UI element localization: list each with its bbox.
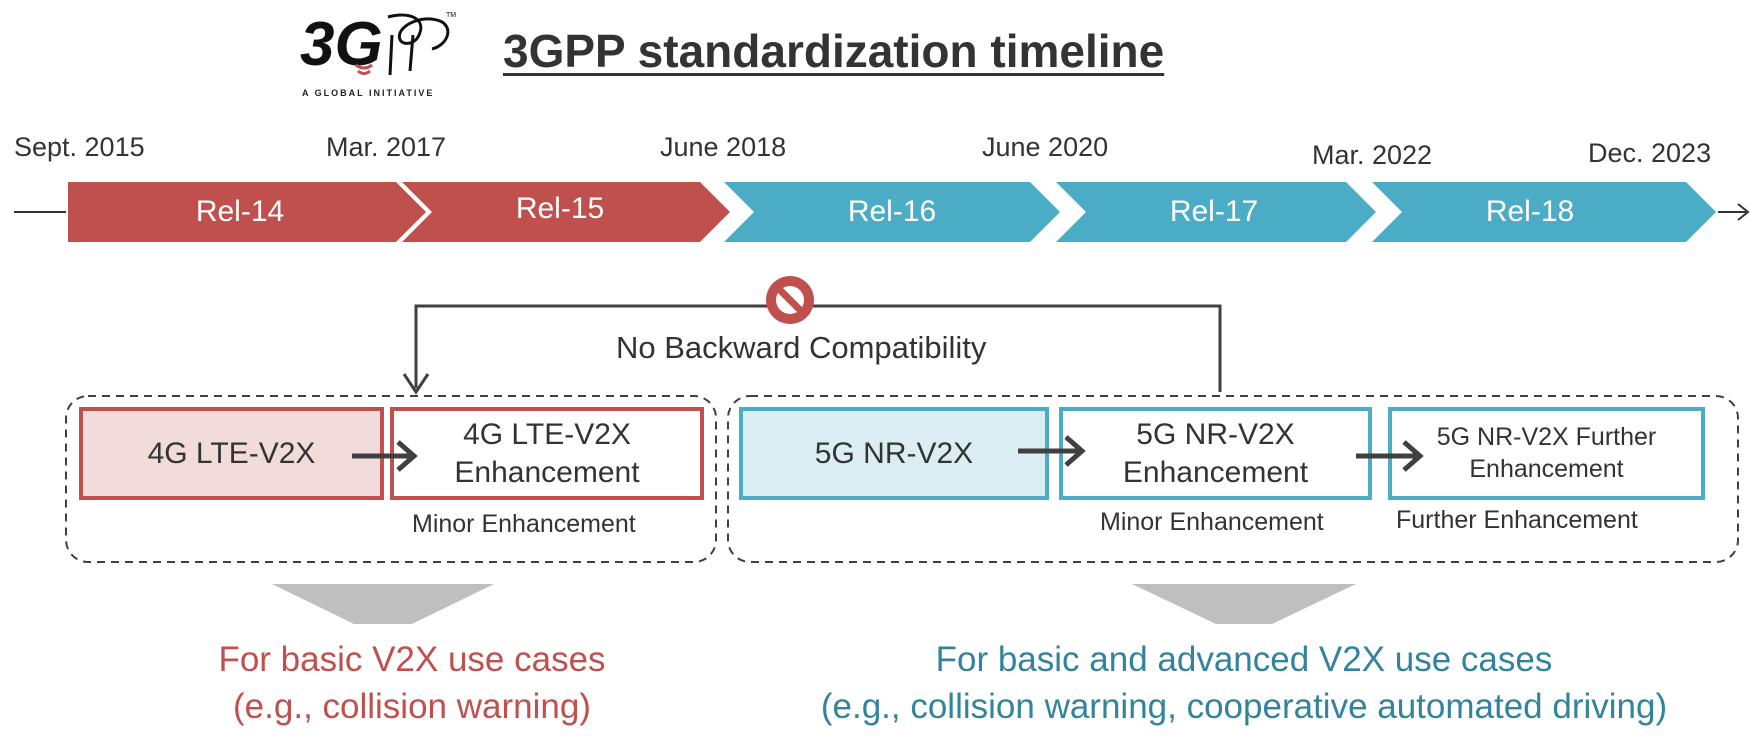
arrow-right-icon: [1018, 435, 1086, 467]
rel-16-label: Rel-16: [847, 195, 937, 228]
page-title: 3GPP standardization timeline: [503, 25, 1165, 77]
nr-v2x-enh-line2: Enhancement: [1122, 455, 1309, 489]
rel-15-label: Rel-15: [515, 192, 605, 225]
logo-subtitle: A GLOBAL INITIATIVE: [302, 88, 435, 98]
rel-14-chevron: [68, 182, 426, 242]
lte-outcome-line1: For basic V2X use cases: [218, 640, 606, 679]
nr-outcome-line1: For basic and advanced V2X use cases: [935, 640, 1553, 679]
date-label: Sept. 2015: [14, 132, 145, 162]
rel-16-chevron: [724, 182, 1060, 242]
lte-v2x-enh-box: [390, 407, 704, 500]
date-label: Mar. 2017: [326, 132, 447, 162]
nr-v2x-further-line1: 5G NR-V2X Further: [1436, 423, 1657, 452]
nr-outcome-line2: (e.g., collision warning, cooperative au…: [820, 687, 1668, 727]
nr-v2x-label: 5G NR-V2X: [814, 436, 974, 470]
nr-group: [727, 395, 1739, 563]
date-label: June 2018: [660, 132, 787, 162]
lte-v2x-box: [79, 407, 384, 500]
arrow-right-icon: [1356, 440, 1424, 472]
rel-18-label: Rel-18: [1485, 195, 1575, 228]
arrow-right-icon: [352, 440, 418, 472]
rel-17-chevron: [1056, 182, 1376, 242]
no-entry-icon: [766, 276, 814, 324]
lte-group: [65, 395, 717, 563]
backward-line: [414, 304, 1222, 392]
lte-minor-enhancement-note: Minor Enhancement: [412, 510, 636, 538]
nr-v2x-enh-line1: 5G NR-V2X: [1136, 418, 1295, 451]
nr-further-enhancement-note: Further Enhancement: [1396, 506, 1638, 534]
nr-v2x-further-label: 5G NR-V2X Further Enhancement: [1390, 409, 1703, 498]
rel-15-chevron: [402, 182, 730, 242]
lte-v2x-label: 4G LTE-V2X: [147, 436, 316, 470]
date-label: Mar. 2022: [1312, 140, 1433, 170]
lte-outcome: For basic V2X use cases (e.g., collision…: [62, 636, 762, 731]
date-label: June 2020: [982, 132, 1109, 162]
rel-17-label: Rel-17: [1169, 195, 1259, 228]
nr-v2x-enh-box: [1059, 407, 1372, 500]
nr-outcome: For basic and advanced V2X use cases (e.…: [744, 636, 1744, 731]
lte-pointer: [272, 584, 494, 624]
nr-v2x-box: [739, 407, 1049, 500]
lte-outcome-line2: (e.g., collision warning): [233, 687, 591, 727]
lte-v2x-enh-label: 4G LTE-V2X Enhancement: [392, 409, 702, 498]
nr-v2x-enh-label: 5G NR-V2X Enhancement: [1061, 409, 1370, 498]
lte-v2x-enh-line1: 4G LTE-V2X: [463, 418, 631, 451]
3gpp-logo: 3G TM: [300, 5, 460, 95]
rel-14-label: Rel-14: [195, 195, 285, 228]
rel-18-chevron: [1372, 182, 1716, 242]
lte-v2x-enh-line2: Enhancement: [454, 455, 640, 489]
nr-v2x-further-box: [1388, 407, 1705, 500]
date-label: Dec. 2023: [1588, 138, 1712, 168]
nr-pointer: [1132, 584, 1356, 624]
backward-compat-label: No Backward Compatibility: [616, 330, 987, 365]
nr-v2x-further-line2: Enhancement: [1469, 454, 1624, 483]
nr-minor-enhancement-note: Minor Enhancement: [1100, 508, 1324, 536]
svg-text:TM: TM: [446, 12, 456, 19]
